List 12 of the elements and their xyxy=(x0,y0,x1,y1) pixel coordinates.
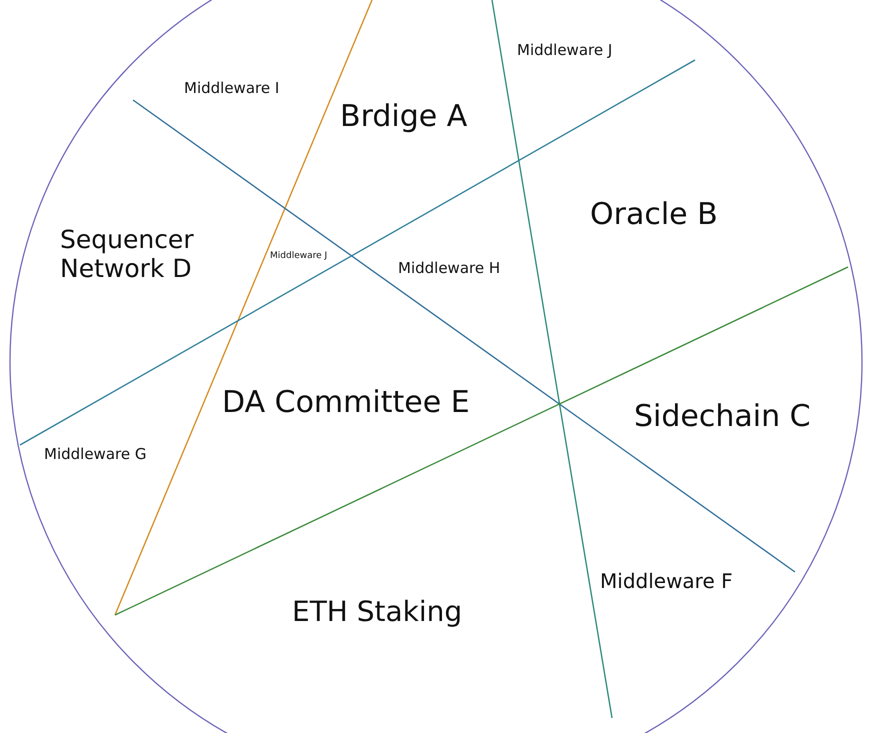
region-label: Middleware G xyxy=(44,446,146,464)
region-label: Middleware J xyxy=(517,42,612,60)
region-label: Middleware I xyxy=(184,80,280,98)
region-label: Sequencer Network D xyxy=(60,226,195,284)
region-label: Sidechain C xyxy=(634,400,811,434)
region-label: Middleware H xyxy=(398,260,500,278)
region-label: ETH Staking xyxy=(292,596,462,628)
region-label: Middleware J xyxy=(270,251,328,262)
region-label: Oracle B xyxy=(590,198,718,232)
region-label: Brdige A xyxy=(340,100,468,134)
region-label: Middleware F xyxy=(600,570,733,593)
region-label: DA Committee E xyxy=(222,386,470,420)
